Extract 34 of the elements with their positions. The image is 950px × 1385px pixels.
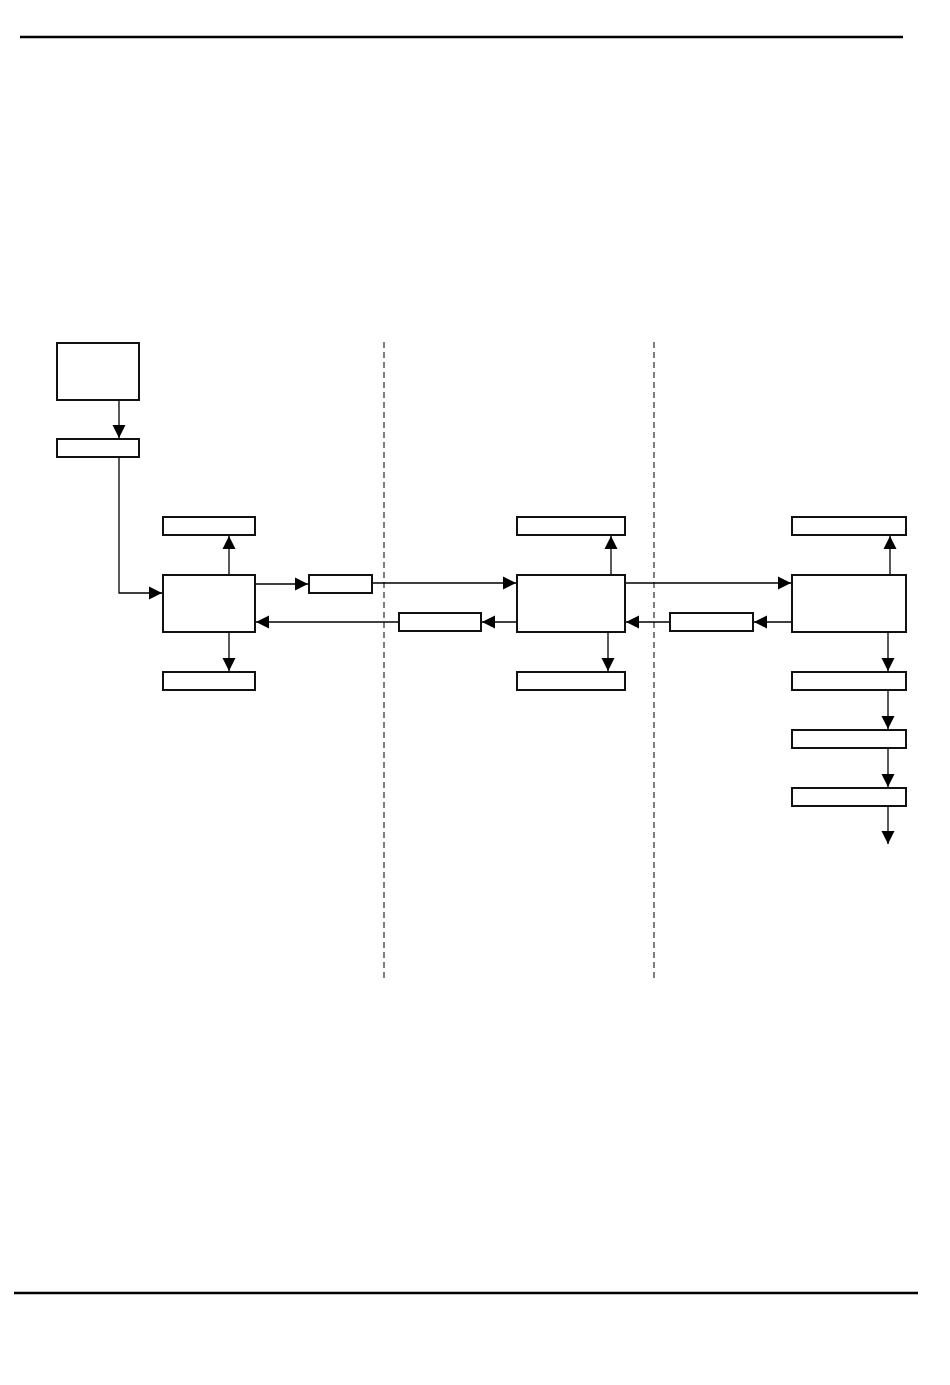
process-box <box>669 612 754 632</box>
arrow <box>604 535 618 575</box>
process-box <box>162 671 256 691</box>
arrow <box>372 576 517 590</box>
process-box <box>791 671 907 691</box>
process-box <box>56 342 140 401</box>
arrow <box>753 615 792 629</box>
arrow <box>881 690 895 730</box>
process-box <box>791 729 907 749</box>
arrow <box>222 632 236 672</box>
process-box <box>162 516 256 536</box>
process-box <box>162 574 256 633</box>
process-box <box>56 438 140 458</box>
arrow <box>118 457 163 600</box>
arrow <box>601 632 615 672</box>
arrow <box>255 615 399 629</box>
process-box <box>308 574 373 594</box>
arrow <box>881 806 895 845</box>
arrow <box>222 535 236 575</box>
process-box <box>516 516 626 536</box>
arrow <box>881 748 895 788</box>
arrow <box>481 615 517 629</box>
process-box <box>791 787 907 807</box>
arrow <box>625 615 670 629</box>
arrow <box>883 535 897 575</box>
process-box <box>516 574 626 633</box>
process-box <box>791 574 907 633</box>
process-box <box>398 612 482 632</box>
arrow <box>255 577 309 591</box>
process-box <box>791 516 907 536</box>
process-box <box>516 671 626 691</box>
arrow <box>881 632 895 672</box>
arrow <box>112 400 126 439</box>
arrow <box>625 576 792 590</box>
